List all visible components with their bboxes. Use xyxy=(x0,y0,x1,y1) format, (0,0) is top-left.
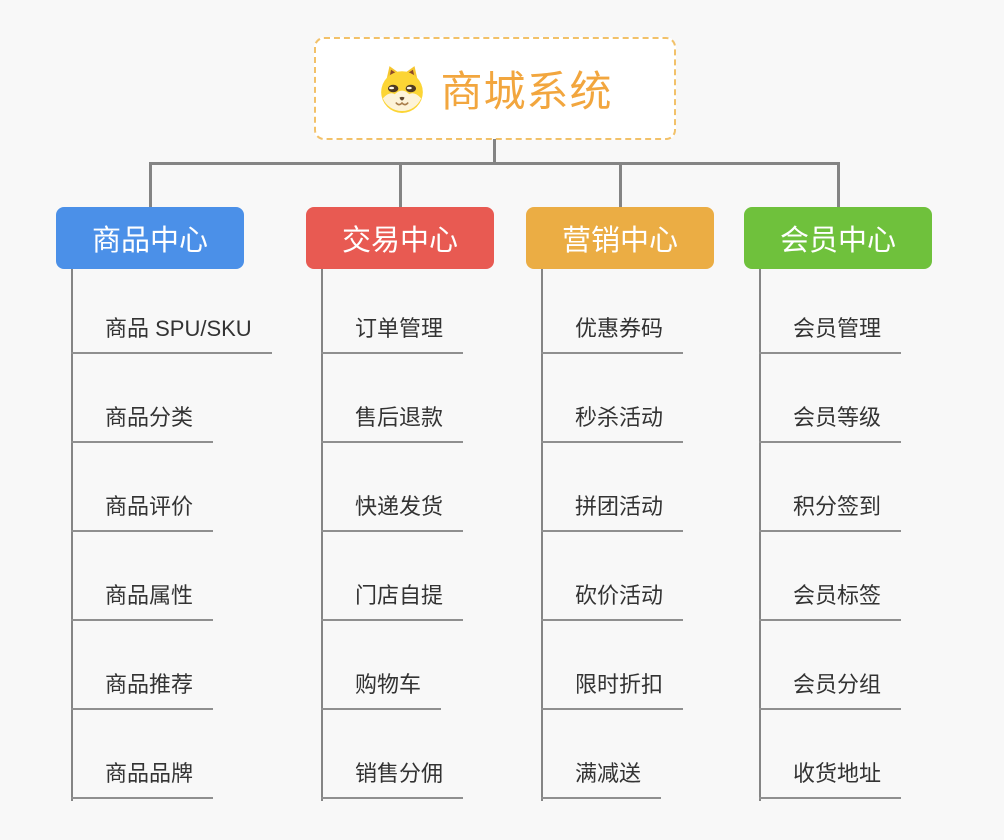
leaf-node[interactable]: 商品品牌 xyxy=(71,759,214,799)
leaf-node[interactable]: 销售分佣 xyxy=(321,759,464,799)
connector-children-line xyxy=(759,269,761,801)
branch-node[interactable]: 营销中心 xyxy=(526,207,714,269)
leaf-node[interactable]: 拼团活动 xyxy=(541,492,684,532)
leaf-node[interactable]: 商品属性 xyxy=(71,581,214,621)
leaf-node[interactable]: 满减送 xyxy=(541,759,662,799)
connector-branch-stub xyxy=(399,162,402,207)
leaf-node[interactable]: 会员标签 xyxy=(759,581,902,621)
connector-children-line xyxy=(541,269,543,801)
leaf-node[interactable]: 限时折扣 xyxy=(541,670,684,710)
leaf-node[interactable]: 积分签到 xyxy=(759,492,902,532)
leaf-node[interactable]: 会员等级 xyxy=(759,403,902,443)
branch-node[interactable]: 会员中心 xyxy=(744,207,932,269)
connector-branch-stub xyxy=(149,162,152,207)
dog-face-icon xyxy=(381,65,424,113)
leaf-node[interactable]: 秒杀活动 xyxy=(541,403,684,443)
connector-children-line xyxy=(321,269,323,801)
leaf-node[interactable]: 订单管理 xyxy=(321,314,464,354)
connector-branch-stub xyxy=(837,162,840,207)
root-title: 商城系统 xyxy=(440,68,613,115)
connector-root-stub xyxy=(493,139,496,165)
leaf-node[interactable]: 门店自提 xyxy=(321,581,464,621)
leaf-node[interactable]: 会员分组 xyxy=(759,670,902,710)
leaf-node[interactable]: 购物车 xyxy=(321,670,442,710)
root-node[interactable]: 商城系统 xyxy=(314,37,676,140)
leaf-node[interactable]: 售后退款 xyxy=(321,403,464,443)
leaf-node[interactable]: 优惠券码 xyxy=(541,314,684,354)
leaf-node[interactable]: 会员管理 xyxy=(759,314,902,354)
leaf-node[interactable]: 商品评价 xyxy=(71,492,214,532)
leaf-node[interactable]: 砍价活动 xyxy=(541,581,684,621)
leaf-node[interactable]: 商品 SPU/SKU xyxy=(71,314,272,354)
leaf-node[interactable]: 收货地址 xyxy=(759,759,902,799)
connector-children-line xyxy=(71,269,73,801)
branch-node[interactable]: 商品中心 xyxy=(56,207,244,269)
connector-horizontal-rail xyxy=(149,162,839,165)
leaf-node[interactable]: 商品推荐 xyxy=(71,670,214,710)
leaf-node[interactable]: 商品分类 xyxy=(71,403,214,443)
leaf-node[interactable]: 快递发货 xyxy=(321,492,464,532)
branch-node[interactable]: 交易中心 xyxy=(306,207,494,269)
connector-branch-stub xyxy=(619,162,622,207)
